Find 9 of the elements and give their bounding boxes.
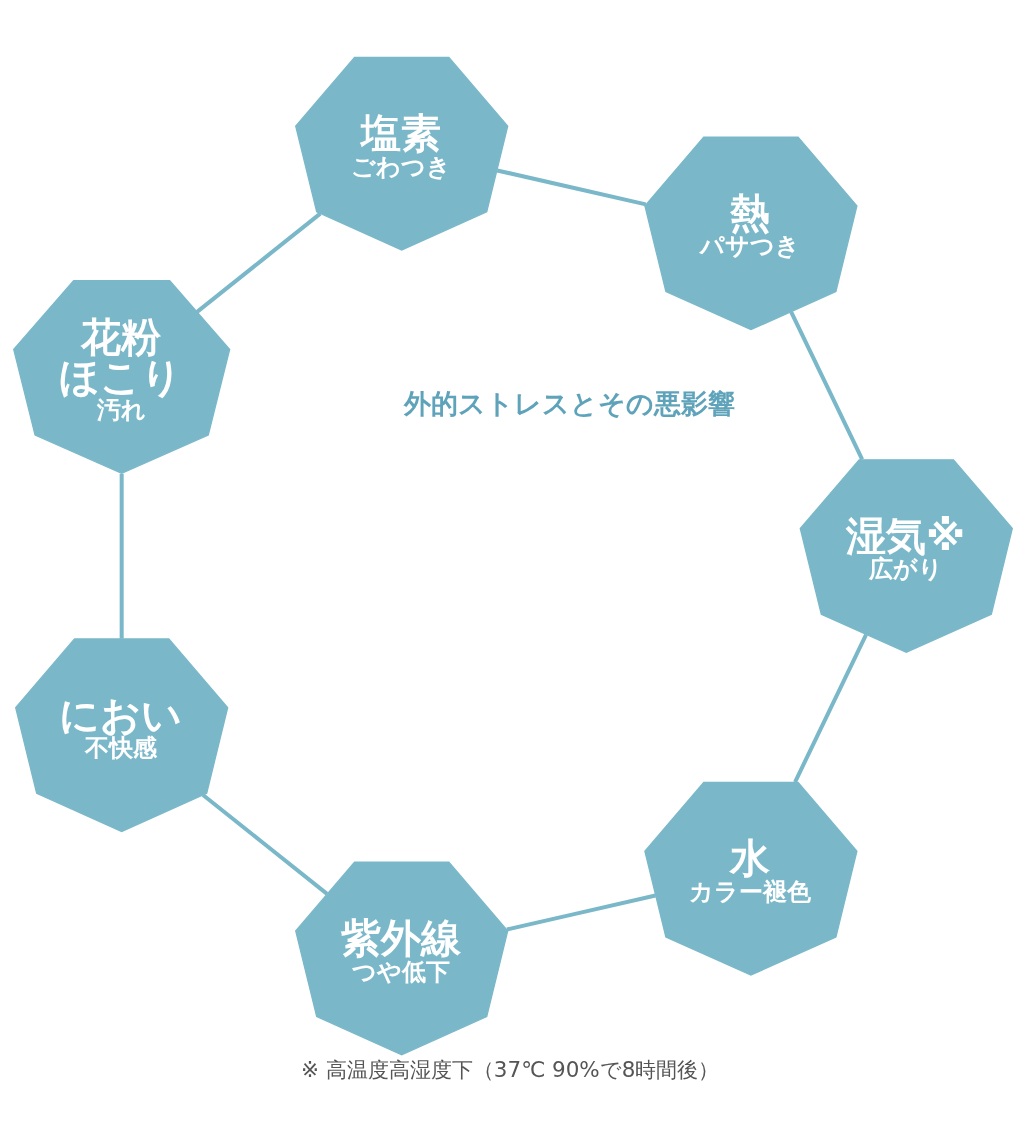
connector — [119, 473, 124, 639]
connector — [201, 792, 329, 895]
connector — [506, 893, 656, 931]
connector — [789, 310, 864, 460]
connector — [195, 211, 322, 313]
node-text: 外的ストレスとその悪影響 — [403, 387, 735, 419]
connector — [793, 633, 868, 783]
connector — [496, 167, 647, 206]
caption: ※ 高温度高湿度下（37℃ 90%で8時間後） — [301, 1056, 720, 1082]
